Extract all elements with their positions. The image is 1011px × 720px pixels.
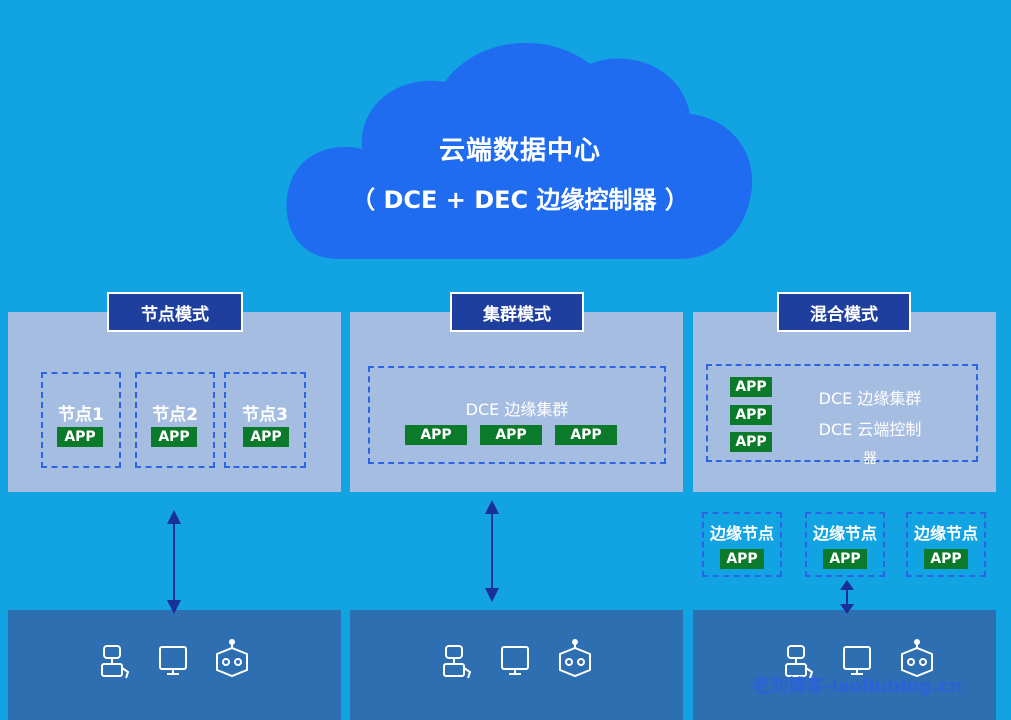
cloud-control-label-cont: 器 — [863, 451, 877, 467]
device-box-icon — [216, 639, 248, 678]
app-badge: APP — [555, 425, 617, 445]
edge-node-box-3 — [906, 512, 986, 577]
hybrid-mode-label: 混合模式 — [777, 292, 911, 332]
edge-node-box-1 — [702, 512, 782, 577]
bidirectional-arrow — [840, 580, 854, 614]
app-badge: APP — [151, 427, 197, 447]
edge-node-box-2 — [805, 512, 885, 577]
cloud-title: 云端数据中心 — [438, 136, 601, 166]
app-badge: APP — [405, 425, 467, 445]
node-box-1 — [41, 372, 121, 468]
tablet-icon — [159, 646, 187, 675]
hybrid-mode-panel — [693, 312, 996, 492]
edge-node-label-1: 边缘节点 — [709, 524, 774, 543]
node-mode-devices-bar — [8, 610, 341, 720]
edge-node-label-3: 边缘节点 — [913, 524, 978, 543]
node-mode-label: 节点模式 — [107, 292, 243, 332]
robot-icon — [101, 645, 130, 679]
node-box-2 — [135, 372, 215, 468]
hybrid-cluster-box — [706, 364, 978, 462]
cloud-subtitle: （ DCE + DEC 边缘控制器 ） — [351, 186, 689, 214]
app-badge: APP — [720, 549, 764, 569]
hybrid-cluster-label: DCE 边缘集群 — [818, 389, 922, 408]
watermark: 老刘博客-laoliublog.cn — [752, 676, 962, 697]
device-box-icon — [901, 639, 933, 678]
app-badge: APP — [730, 405, 772, 425]
device-box-icon — [559, 639, 591, 678]
app-badge: APP — [730, 377, 772, 397]
edge-cluster-label: DCE 边缘集群 — [465, 400, 569, 419]
app-badge: APP — [243, 427, 289, 447]
cluster-mode-label: 集群模式 — [450, 292, 584, 332]
node-mode-panel — [8, 312, 341, 492]
node-box-3 — [224, 372, 306, 468]
node-label-2: 节点2 — [152, 405, 198, 425]
robot-icon — [785, 645, 814, 679]
tablet-icon — [843, 646, 871, 675]
cloud-control-label: DCE 云端控制 — [818, 420, 922, 439]
app-badge: APP — [730, 432, 772, 452]
robot-icon — [443, 645, 472, 679]
cloud-shape — [286, 42, 753, 259]
tablet-icon — [501, 646, 529, 675]
bidirectional-arrow — [485, 500, 499, 602]
app-badge: APP — [480, 425, 542, 445]
app-badge: APP — [57, 427, 103, 447]
app-badge: APP — [823, 549, 867, 569]
edge-cluster-box — [368, 366, 666, 464]
bidirectional-arrow — [167, 510, 181, 614]
cluster-mode-devices-bar — [350, 610, 683, 720]
app-badge: APP — [924, 549, 968, 569]
node-label-3: 节点3 — [242, 405, 288, 425]
edge-node-label-2: 边缘节点 — [812, 524, 877, 543]
node-label-1: 节点1 — [58, 405, 104, 425]
